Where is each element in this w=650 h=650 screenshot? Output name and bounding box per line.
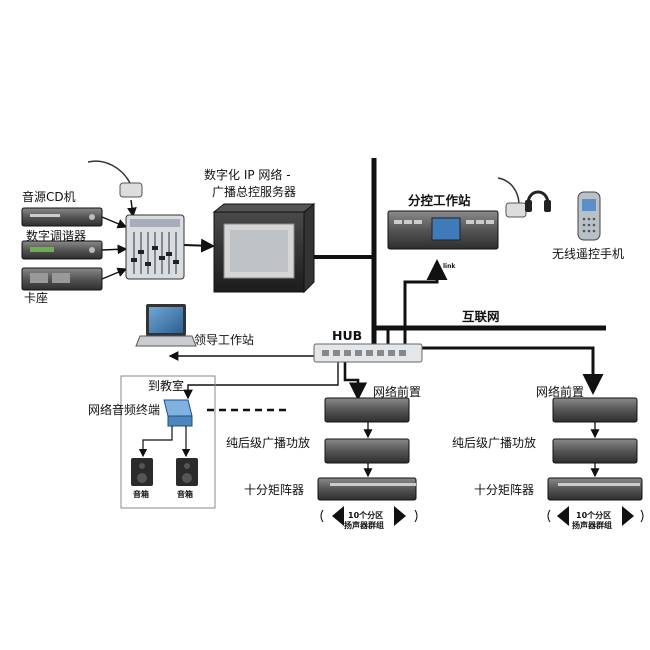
classroom-group (120, 375, 216, 509)
svg-text:link: link (443, 263, 456, 270)
network-audio-terminal (163, 399, 193, 427)
label-amp-1: 纯后级广播功放 (226, 435, 310, 450)
label-to-classroom: 到教室 (148, 378, 184, 393)
laptop-icon (135, 304, 197, 347)
rack-chain-1 (317, 397, 418, 526)
label-net-front-1: 网络前置 (373, 384, 421, 399)
label-tuner: 数字调谐器 (26, 228, 86, 243)
desk-microphone-icon (497, 177, 527, 218)
broadcast-server (212, 202, 316, 294)
label-server-title: 数字化 IP 网络 - (204, 167, 291, 182)
headphones-icon (525, 190, 551, 212)
speaker-right-icon (176, 458, 198, 486)
label-cassette: 卡座 (24, 290, 48, 305)
label-internet: 互联网 (462, 309, 500, 324)
loudspeaker-horn-icon (332, 506, 406, 526)
label-amp-2: 纯后级广播功放 (452, 435, 536, 450)
branch-workstation: link (387, 210, 499, 270)
tuner (21, 240, 103, 260)
label-speaker-left: 音箱 (133, 489, 149, 499)
label-net-front-2: 网络前置 (536, 384, 584, 399)
cd-player (21, 207, 103, 227)
source-arrows (101, 199, 215, 280)
label-zone-1-line2: 扬声器群组 (344, 520, 384, 530)
mobile-phone-icon (577, 191, 601, 241)
label-server-subtitle: 广播总控服务器 (212, 184, 296, 199)
label-speaker-right: 音箱 (177, 489, 193, 499)
label-branch-station: 分控工作站 (408, 193, 471, 208)
label-zone-1-line1: 10个分区 (348, 510, 383, 520)
loudspeaker-horn-icon (557, 506, 634, 526)
microphone-icon (87, 160, 143, 198)
network-hub (313, 343, 423, 363)
label-zone-2-line1: 10个分区 (576, 510, 611, 520)
speaker-left-icon (131, 458, 153, 486)
label-hub: HUB (332, 328, 362, 343)
label-matrix-1: 十分矩阵器 (244, 483, 304, 497)
label-network-terminal: 网络音频终端 (88, 402, 160, 417)
label-zone-2-line2: 扬声器群组 (572, 520, 612, 530)
cassette-deck (21, 267, 103, 291)
label-leader-station: 领导工作站 (194, 333, 254, 347)
network-lines (168, 158, 606, 412)
label-cd-player: 音源CD机 (22, 189, 76, 204)
rack-chain-2 (547, 397, 644, 526)
label-matrix-2: 十分矩阵器 (474, 483, 534, 497)
label-wireless-phone: 无线遥控手机 (552, 247, 624, 261)
audio-mixer (125, 214, 185, 280)
